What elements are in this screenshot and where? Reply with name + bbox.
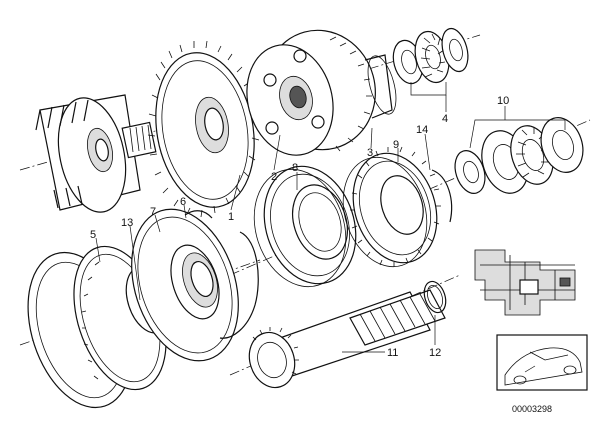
vehicle-locator-inset bbox=[496, 334, 588, 391]
snap-ring-14 bbox=[431, 169, 453, 223]
callout-14: 14 bbox=[416, 124, 428, 136]
snap-ring-6 bbox=[184, 210, 259, 339]
clutch-plate-7 bbox=[131, 208, 239, 362]
callout-6: 6 bbox=[180, 196, 186, 208]
callout-3: 3 bbox=[367, 147, 373, 159]
thrust-bearing-set-4 bbox=[392, 27, 469, 85]
clutch-pack-8 bbox=[253, 165, 357, 288]
spur-gear-9 bbox=[342, 146, 441, 268]
callout-5: 5 bbox=[90, 229, 96, 241]
callout-7: 7 bbox=[150, 206, 156, 218]
callout-1: 1 bbox=[228, 211, 234, 223]
document-number: 00003298 bbox=[512, 404, 552, 414]
callout-12: 12 bbox=[429, 347, 441, 359]
planetary-carrier bbox=[246, 29, 397, 156]
output-shaft bbox=[248, 289, 446, 389]
callout-labels: 1 2 3 4 5 6 7 8 9 10 11 12 13 14 bbox=[90, 95, 509, 359]
leader-lines bbox=[95, 82, 566, 353]
transmission-section-inset bbox=[474, 249, 576, 316]
o-ring-12 bbox=[423, 280, 447, 314]
callout-9: 9 bbox=[393, 139, 399, 151]
callout-13: 13 bbox=[121, 217, 133, 229]
callout-8: 8 bbox=[292, 162, 298, 174]
callout-10: 10 bbox=[497, 95, 509, 107]
callout-11: 11 bbox=[387, 347, 398, 359]
callout-4: 4 bbox=[442, 113, 448, 125]
callout-2: 2 bbox=[271, 171, 277, 183]
thrust-bearing-set-10 bbox=[454, 117, 584, 194]
sprocket-disc bbox=[147, 40, 260, 218]
clutch-drum bbox=[35, 94, 157, 213]
